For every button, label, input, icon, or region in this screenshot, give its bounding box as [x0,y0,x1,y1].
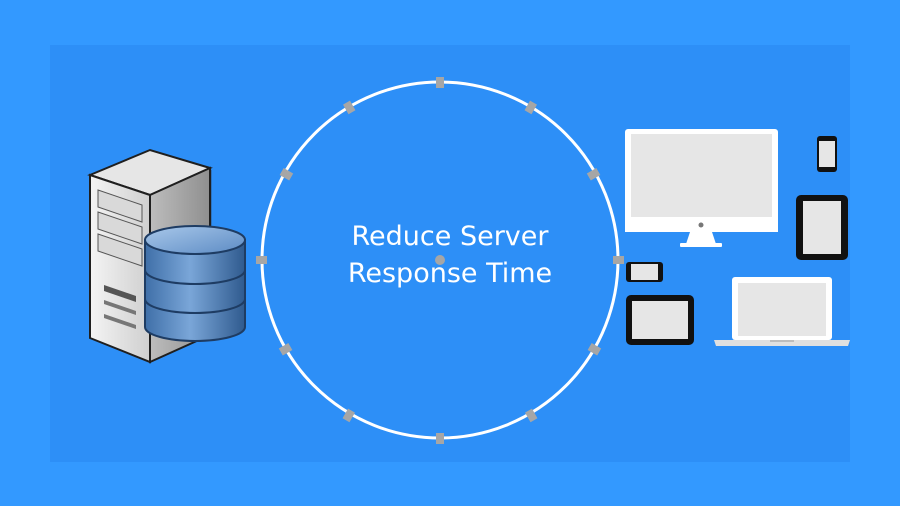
database-stack-icon [144,225,246,342]
headline-line-2: Response Time [347,258,553,289]
tablet-icon [796,195,848,260]
ring-marker [436,433,444,444]
ring-marker [436,77,444,88]
ring-marker [587,343,602,356]
ring-marker [256,256,267,264]
laptop-icon [714,277,850,346]
ring-marker [278,343,293,356]
ring-marker [613,256,624,264]
headline-line-1: Reduce Server [351,221,549,252]
ring-marker [525,408,538,423]
smartphone-landscape-icon [626,262,663,282]
ring-marker [343,100,356,115]
smartphone-icon [817,136,837,172]
ring-marker [279,168,294,181]
ring-marker [524,100,537,115]
headline: Reduce Server Response Time [300,218,600,292]
ring-marker [586,168,601,181]
desktop-monitor-icon [625,129,778,247]
tablet-landscape-icon [626,295,694,345]
ring-markers [256,77,624,444]
ring-center-dot [435,255,445,265]
ring-marker [342,408,355,423]
